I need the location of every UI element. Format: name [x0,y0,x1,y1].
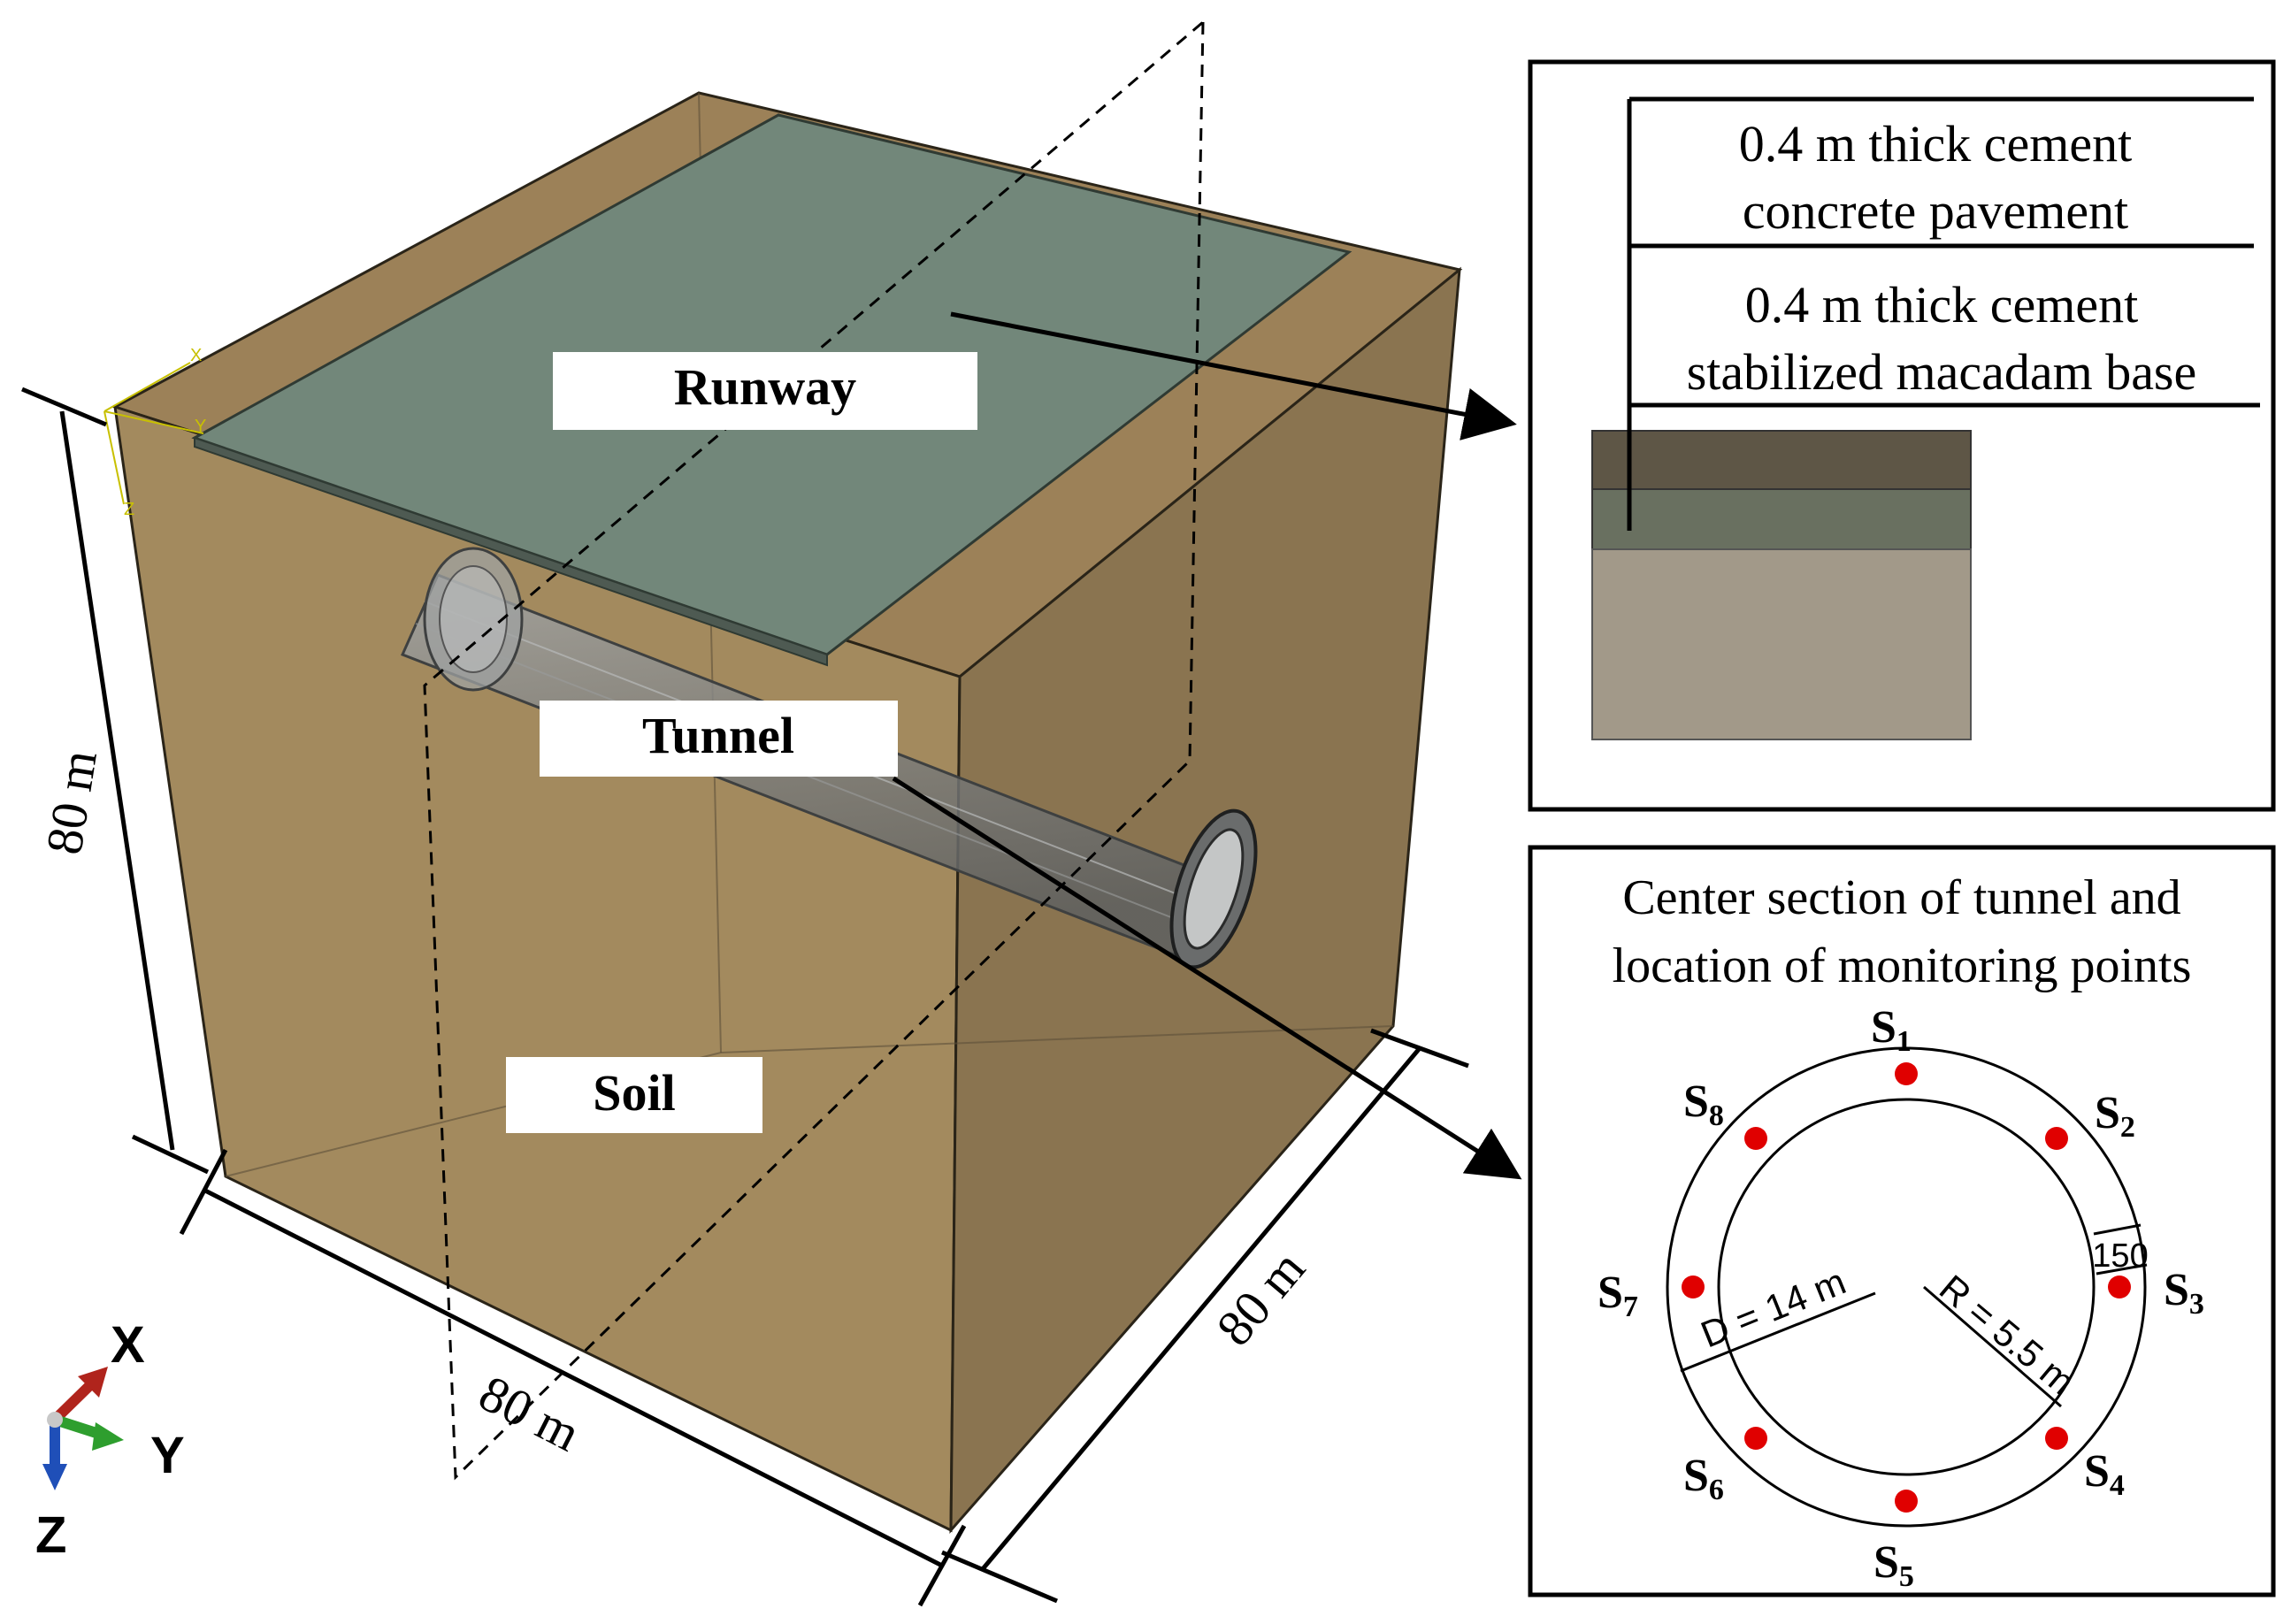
tunnel-label-box: Tunnel [540,701,898,777]
tunnel-callout-arrow [892,776,1522,1180]
tunnel-outer-ring [1666,1046,2147,1528]
layer2-line1: 0.4 m thick cement [1745,276,2139,333]
base-layer [1591,488,1972,550]
dimension-depth-label: 80 m [1205,1240,1315,1357]
local-axis-y: Y [195,417,206,436]
pavement-layer [1591,430,1972,490]
local-axis-x: X [190,346,202,365]
runway-callout-arrow [950,311,1517,440]
monitor-point-s3 [2108,1275,2131,1298]
point-label-s6: S6 [1683,1451,1724,1506]
runway-slab-edge [194,436,828,667]
section-title-line1: Center section of tunnel and [1622,870,2180,925]
point-label-s2: S2 [2095,1088,2135,1144]
layer1-line2: concrete pavement [1743,182,2128,240]
axis-triad: X Y Z [35,1316,185,1564]
monitor-point-s6 [1744,1427,1767,1450]
layers-panel: 0.4 m thick cement concrete pavement 0.4… [1528,59,2276,812]
point-label-s3: S3 [2164,1265,2204,1321]
tunnel-inner-ring [1717,1098,2096,1476]
axis-triad-x: X [111,1316,145,1374]
axis-triad-z: Z [35,1506,66,1564]
point-label-s1: S1 [1871,1002,1912,1058]
point-label-s7: S7 [1598,1268,1638,1323]
runway-label: Runway [674,358,856,416]
subgrade-layer [1591,548,1972,740]
monitor-point-s7 [1682,1275,1705,1298]
tunnel-label: Tunnel [642,707,794,764]
layer1-line1: 0.4 m thick cement [1739,115,2133,172]
soil-label: Soil [593,1064,676,1122]
monitor-point-s2 [2045,1127,2068,1150]
section-panel: Center section of tunnel and location of… [1528,845,2276,1597]
section-title-line2: location of monitoring points [1613,938,2192,993]
axis-triad-y: Y [150,1427,185,1484]
dimension-height-label: 80 m [34,747,108,858]
monitor-point-s8 [1744,1127,1767,1150]
radius-dim-line [1923,1285,2062,1408]
point-label-s8: S8 [1683,1076,1724,1132]
local-axis-z: Z [124,500,134,519]
monitoring-points [1682,1062,2131,1513]
local-axis-icon: X Y Z [103,346,206,519]
point-label-s5: S5 [1873,1537,1914,1593]
hidden-edge [720,1025,1394,1053]
thickness-label: 150 [2092,1237,2148,1275]
section-plane [423,19,1205,1481]
soil-label-box: Soil [506,1057,762,1133]
runway-label-box: Runway [553,352,977,430]
monitor-point-s1 [1895,1062,1918,1085]
point-label-s4: S4 [2084,1446,2125,1502]
monitor-point-s5 [1895,1490,1918,1513]
layer2-line2: stabilized macadam base [1687,343,2197,401]
monitor-point-s4 [2045,1427,2068,1450]
diameter-dim-line [1680,1291,1876,1373]
